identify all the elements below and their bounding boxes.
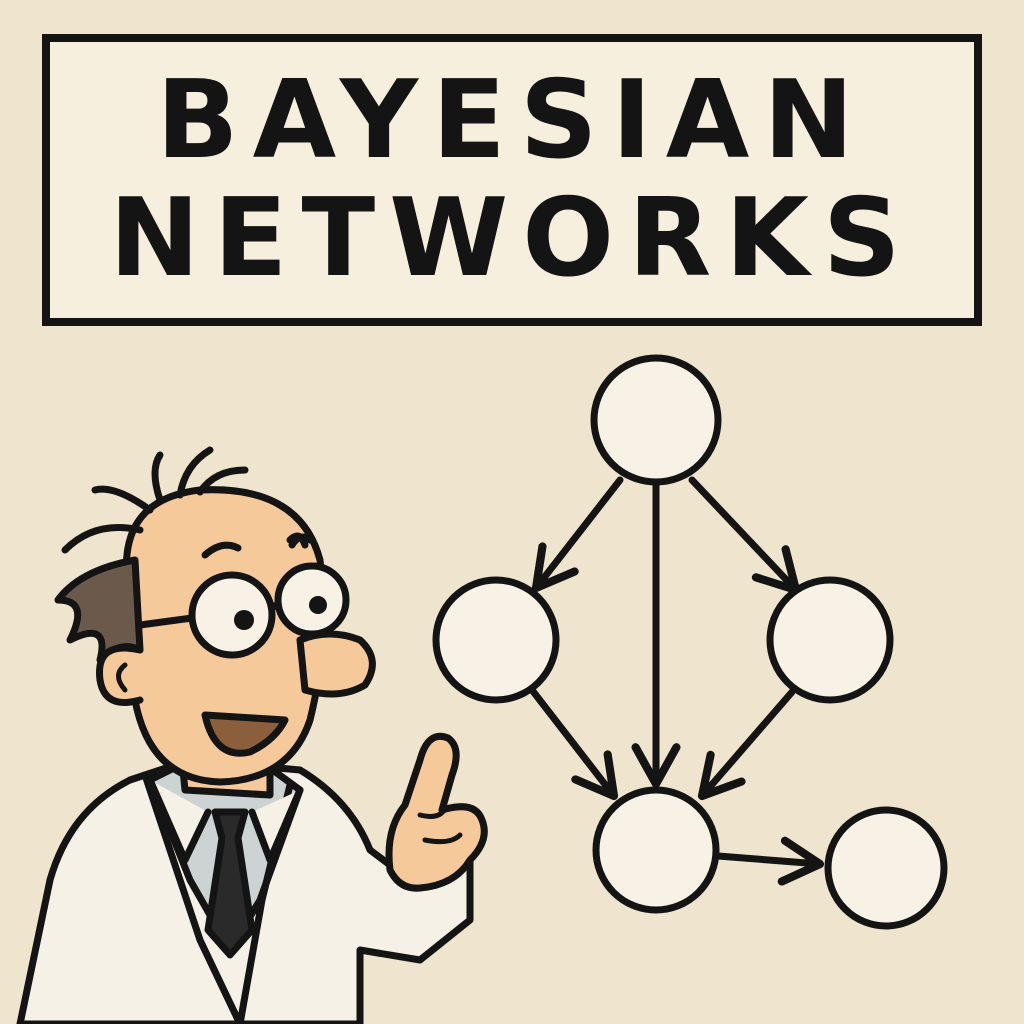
- glasses-bridge: [268, 600, 282, 612]
- title-line-2: NETWORKS: [109, 176, 915, 301]
- coat-lapel-left: [141, 771, 244, 1024]
- tie: [204, 808, 256, 959]
- edge-middle-left-to-bottom: [528, 686, 619, 801]
- pupil-right: [309, 596, 327, 614]
- hair-strand-3: [196, 466, 249, 496]
- eyebrow-right: [288, 533, 314, 549]
- network-diagram: [528, 476, 825, 886]
- pointing-hand: [385, 732, 488, 892]
- edge-bottom-to-bottom-right: [714, 836, 825, 886]
- hand-knuckle-1: [417, 805, 448, 819]
- edge-middle-right-to-bottom: [697, 688, 796, 801]
- hair-strand-4: [91, 485, 154, 514]
- node-bottom: [592, 786, 720, 914]
- hand-knuckle-2: [422, 832, 463, 845]
- hair-strand-5: [61, 524, 144, 554]
- node-top: [590, 354, 722, 486]
- hair-strand-1: [151, 451, 164, 504]
- eyebrow-left: [201, 541, 242, 559]
- mouth: [201, 711, 289, 757]
- edge-top-to-middle-left: [531, 476, 624, 593]
- edge-top-to-middle-right: [688, 476, 801, 595]
- collar-left: [146, 776, 212, 864]
- nose: [296, 630, 376, 698]
- glasses-arm: [136, 614, 196, 629]
- collar-right: [248, 786, 304, 864]
- hair-strand-2: [176, 446, 214, 499]
- node-middle-left: [432, 576, 560, 704]
- ear-inner: [116, 662, 128, 693]
- node-middle-right: [766, 576, 894, 704]
- pupil-left: [234, 610, 254, 630]
- scientist-character: [16, 446, 488, 1024]
- title-banner: BAYESIAN NETWORKS: [42, 34, 982, 326]
- title-line-1: BAYESIAN: [156, 58, 868, 183]
- network-nodes: [432, 354, 948, 930]
- glasses-lens-left: [188, 571, 276, 659]
- node-bottom-right: [824, 806, 948, 930]
